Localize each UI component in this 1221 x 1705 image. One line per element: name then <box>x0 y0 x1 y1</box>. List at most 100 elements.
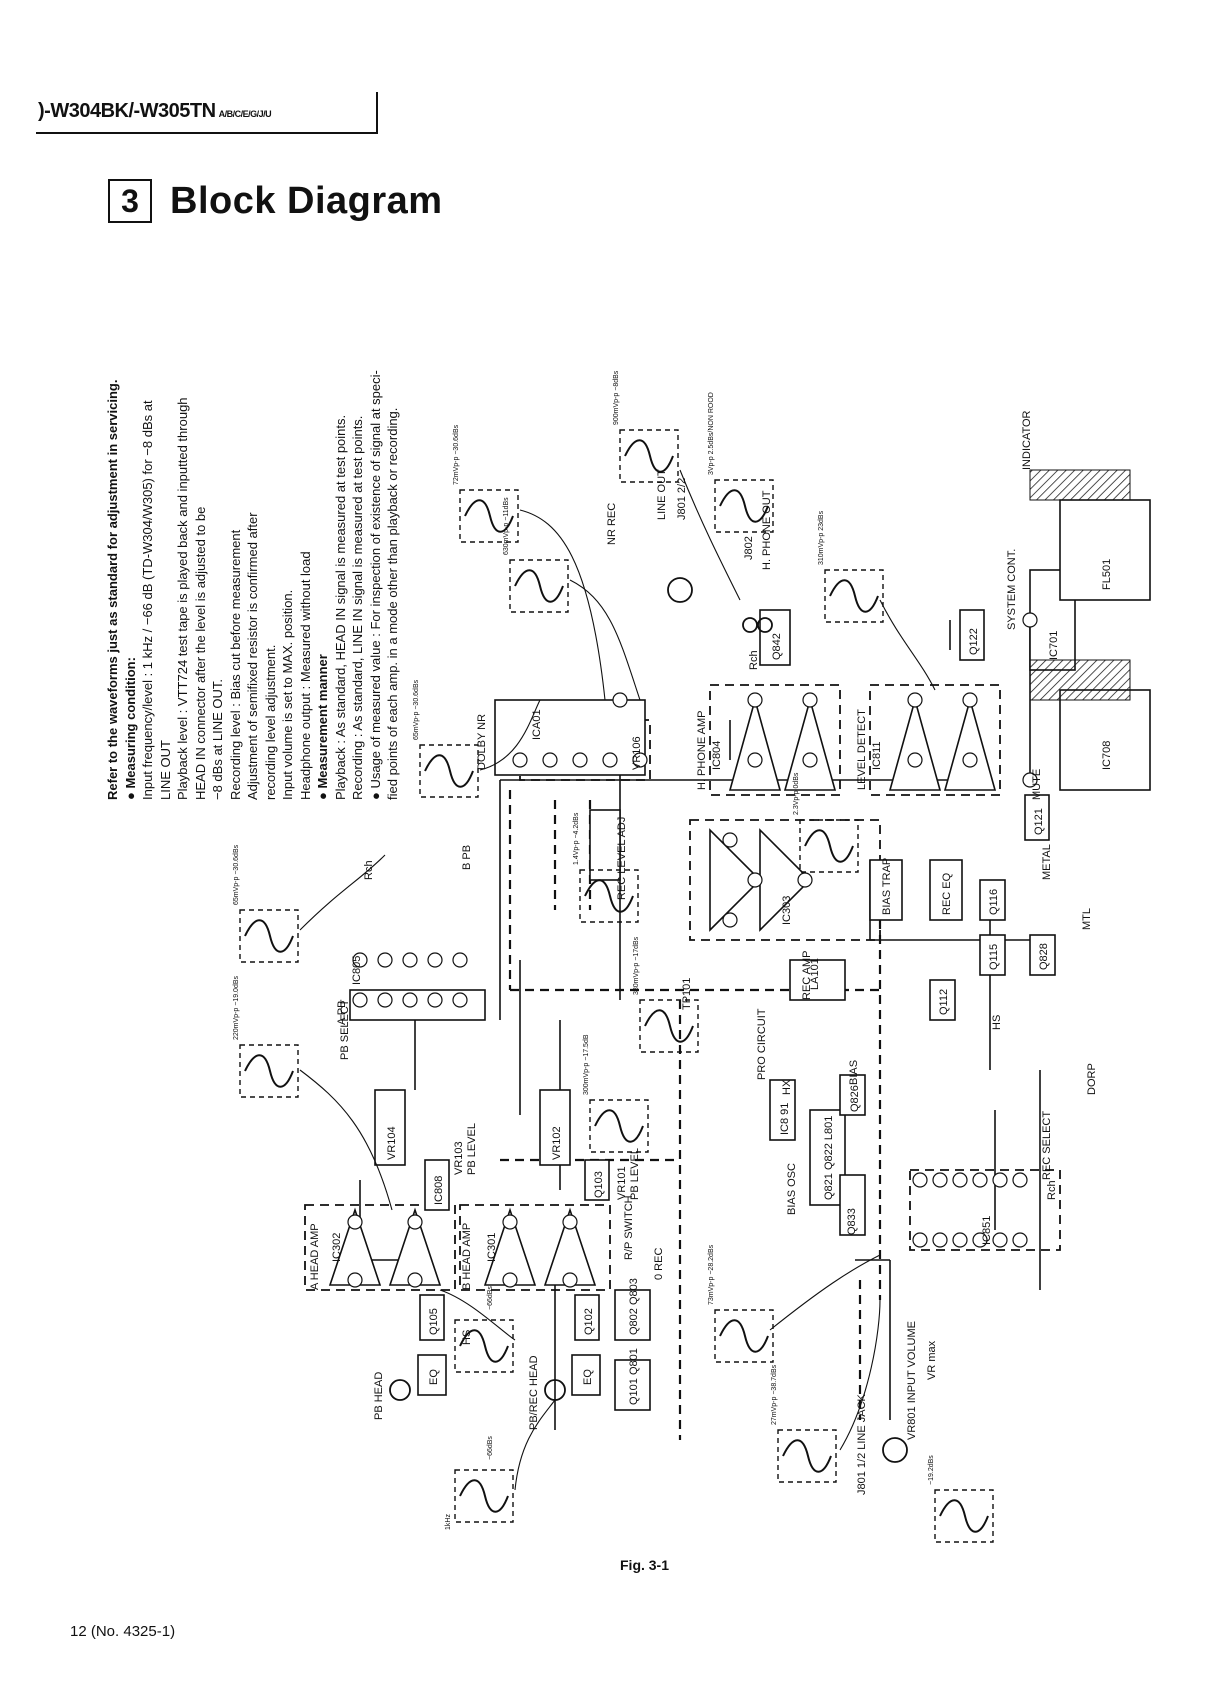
label-l_vr801: VR801 INPUT VOLUME <box>906 1321 918 1440</box>
waveform-label-w16: 73mVp-p −28.2dBs <box>708 1244 715 1305</box>
label-l_biasosc: BIAS OSC <box>786 1163 798 1215</box>
box-label-ic851: IC851 <box>981 1216 993 1245</box>
label-l_mute: MUTE <box>1031 769 1043 800</box>
figure-label: Fig. 3-1 <box>620 1557 670 1573</box>
box-label-ic805: IC805 <box>351 956 363 985</box>
box-label-q112: Q112 <box>938 989 950 1015</box>
box-label-q833: Q833 <box>846 1208 858 1235</box>
label-l_bias: BIAS <box>848 1060 860 1085</box>
waveform-label-w8: 330mVp-p −17dBs <box>633 936 640 995</box>
label-l_tp101: TP101 <box>681 978 693 1010</box>
box-label-vr102: VR102 <box>551 1126 563 1160</box>
box-label-ic302: IC302 <box>331 1233 343 1262</box>
label-l_j802: J802 <box>743 536 755 560</box>
box-label-q821: Q821 Q822 L801 <box>823 1116 835 1200</box>
label-l_pbhead: PB HEAD <box>373 1372 385 1420</box>
waveform-label-w15: 310mVp-p 23dBs <box>818 510 825 565</box>
section-heading: 3 Block Diagram <box>108 175 443 227</box>
label-l_rch3: Rch <box>1046 1180 1058 1200</box>
label-l_recsel: REC SELECT <box>1041 1111 1053 1180</box>
label-l_dolby: DOLBY NR <box>476 714 488 770</box>
label-l_rch2: Rch <box>748 650 760 670</box>
label-l_metal: METAL <box>1041 844 1053 880</box>
label-l_vr103: VR103 <box>453 1141 465 1175</box>
waveform-label-w5: 300mVp-p −17.5dB <box>583 1034 590 1095</box>
box-label-q101: Q101 Q801 <box>628 1348 640 1405</box>
box-label-vr104: VR104 <box>386 1126 398 1160</box>
box-label-ic891: IC8 91 <box>779 1103 791 1135</box>
waveform-label-w3: −66dBs <box>487 1286 494 1310</box>
box-label-biastrap: BIAS TRAP <box>881 858 893 915</box>
label-l_j801: J801 2/2 <box>676 478 688 520</box>
waveform-label-w14: 3Vp-p 2.5dBs/NON ROOD <box>708 392 715 475</box>
section-title: Block Diagram <box>170 179 443 222</box>
waveform-label-w7: 65mVp-p −30.6dBs <box>413 679 420 740</box>
section-number: 3 <box>108 179 152 223</box>
label-l_pbl1: PB LEVEL <box>466 1123 478 1175</box>
box-label-fl501: FL501 <box>1101 559 1113 590</box>
waveform-label-w12: 630mVp-p −11dBs <box>503 497 510 555</box>
box-label-q842: Q842 <box>771 633 783 660</box>
label-l_recadj: REC LEVEL ADJ <box>616 817 628 900</box>
box-label-q802: Q802 Q803 <box>628 1278 640 1335</box>
label-l_pbl2: PB LEVEL <box>629 1148 641 1200</box>
label-l_hphamp: H. PHONE AMP <box>696 711 708 790</box>
waveform-label-w11: 72mVp-p −30.6dBs <box>453 424 460 485</box>
box-label-eq2: EQ <box>582 1369 594 1385</box>
box-label-eq1: EQ <box>428 1369 440 1385</box>
label-l_hx: HX <box>781 1079 793 1095</box>
waveform-label-w10: 2.3Vp-p 0dBs <box>793 772 800 815</box>
box-label-q105: Q105 <box>428 1308 440 1335</box>
waveform-label-w6: 65mVp-p −30.6dBs <box>233 844 240 905</box>
page-number: 12 (No. 4325-1) <box>70 1623 176 1640</box>
label-l_recamp: REC AMP <box>801 950 813 1000</box>
box-label-q116: Q116 <box>988 889 1000 915</box>
box-label-q103: Q103 <box>593 1171 605 1198</box>
box-label-ica01: ICA01 <box>531 709 543 740</box>
box-label-q102: Q102 <box>583 1308 595 1335</box>
label-l_hout: H. PHONE OUT <box>761 490 773 570</box>
label-l_bpb: B PB <box>461 845 473 870</box>
label-l_hs1: HS <box>461 1330 473 1345</box>
box-label-ic808: IC808 <box>433 1176 445 1205</box>
label-l_rp: R/P SWITCH <box>623 1195 635 1260</box>
waveform-label-w1: 1kHz <box>445 1514 452 1530</box>
box-label-ic804: IC804 <box>711 741 723 770</box>
label-l_mtl: MTL <box>1081 908 1093 930</box>
box-label-ic303: IC303 <box>781 896 793 925</box>
box-label-q115: Q115 <box>988 944 1000 970</box>
waveform-label-w18: −19.2dBs <box>928 1455 935 1485</box>
label-l_ahead: A HEAD AMP <box>309 1223 321 1290</box>
box-label-ic701: IC701 <box>1048 631 1060 660</box>
label-l_rch1: Rch <box>363 860 375 880</box>
label-l_rphead: PB/REC HEAD <box>528 1355 540 1430</box>
label-l_nrrec: NR REC <box>606 503 618 545</box>
label-l_vrmax: VR max <box>926 1340 938 1380</box>
box-label-receq: REC EQ <box>941 872 953 915</box>
label-l_ind: INDICATOR <box>1021 410 1033 470</box>
label-l_apb: A PB <box>336 1001 348 1025</box>
box-label-q828: Q828 <box>1038 943 1050 970</box>
label-l_dorp: DORP <box>1086 1063 1098 1095</box>
box-label-q121: Q121 <box>1033 808 1045 835</box>
label-l_sys: SYSTEM CONT. <box>1006 549 1018 630</box>
waveform-label-w4: 220mVp-p −19.0dBs <box>233 975 240 1040</box>
box-label-ic301: IC301 <box>486 1233 498 1262</box>
label-l_bhead: B HEAD AMP <box>461 1223 473 1290</box>
label-l_vr106: VR106 <box>631 736 643 770</box>
label-l_lvl: LEVEL DETECT <box>856 709 868 790</box>
label-l_pro: PRO CIRCUIT <box>756 1008 768 1080</box>
box-label-la101: LA101 <box>809 958 821 990</box>
box-label-ic811: IC811 <box>871 741 883 770</box>
label-l_hs2: HS <box>991 1015 1003 1030</box>
label-l_lineout: LINE OUT <box>656 469 668 520</box>
waveform-label-w17: 27mVp-p −38.7dBs <box>771 1364 778 1425</box>
label-l_pbsel: PB SELECT <box>339 999 351 1060</box>
waveform-label-w13: 900mVp-p −8dBs <box>613 370 620 425</box>
box-label-ic708: IC708 <box>1101 741 1113 770</box>
waveform-label-w2: −66dBs <box>487 1436 494 1460</box>
label-l_orec: 0 REC <box>653 1248 665 1280</box>
